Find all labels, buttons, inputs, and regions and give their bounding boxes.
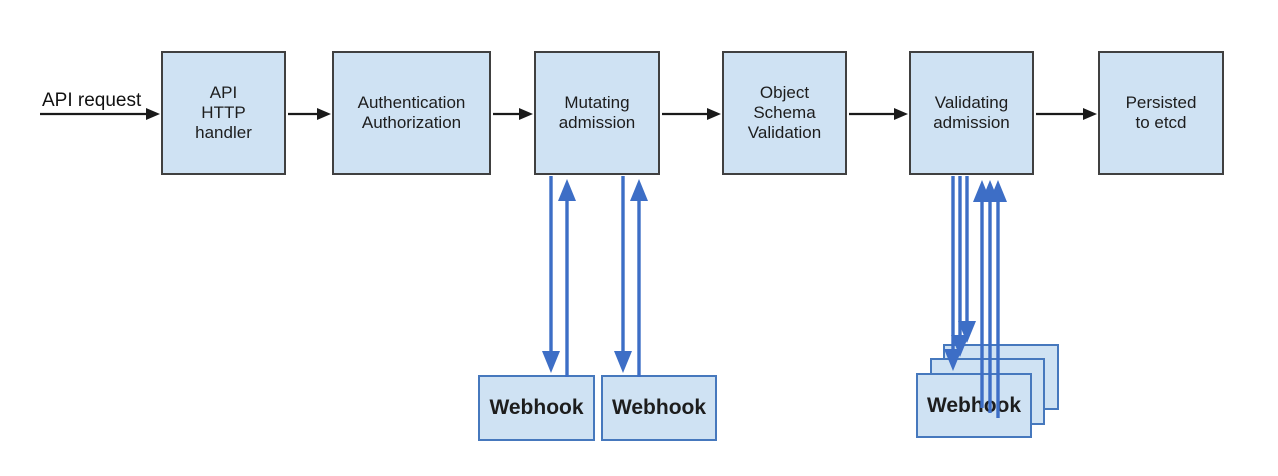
mutating-webhook-2: Webhook <box>601 375 717 441</box>
node-validating-admission: Validating admission <box>909 51 1034 175</box>
node-api-http-handler: API HTTP handler <box>161 51 286 175</box>
node-object-schema-validation: Object Schema Validation <box>722 51 847 175</box>
arrow-mutating-to-webhook2-down <box>614 176 632 373</box>
arrow-validating-to-webhooks-down-1 <box>944 176 962 371</box>
validating-webhook-front: Webhook <box>916 373 1032 438</box>
arrow-webhook2-to-mutating-up <box>630 179 648 377</box>
node-authentication-authorization: Authentication Authorization <box>332 51 491 175</box>
api-request-label: API request <box>42 90 142 111</box>
arrow-auth-to-mutating <box>493 108 533 120</box>
arrow-webhook1-to-mutating-up <box>558 179 576 377</box>
arrow-mutating-to-schema <box>662 108 721 120</box>
arrow-validating-to-webhooks-down-3 <box>958 176 976 343</box>
arrow-validating-to-etcd <box>1036 108 1097 120</box>
node-persisted-to-etcd: Persisted to etcd <box>1098 51 1224 175</box>
node-mutating-admission: Mutating admission <box>534 51 660 175</box>
arrow-validating-to-webhooks-down-2 <box>951 176 969 357</box>
arrow-mutating-to-webhook1-down <box>542 176 560 373</box>
mutating-webhook-1: Webhook <box>478 375 595 441</box>
arrow-handler-to-auth <box>288 108 331 120</box>
arrow-schema-to-validating <box>849 108 908 120</box>
